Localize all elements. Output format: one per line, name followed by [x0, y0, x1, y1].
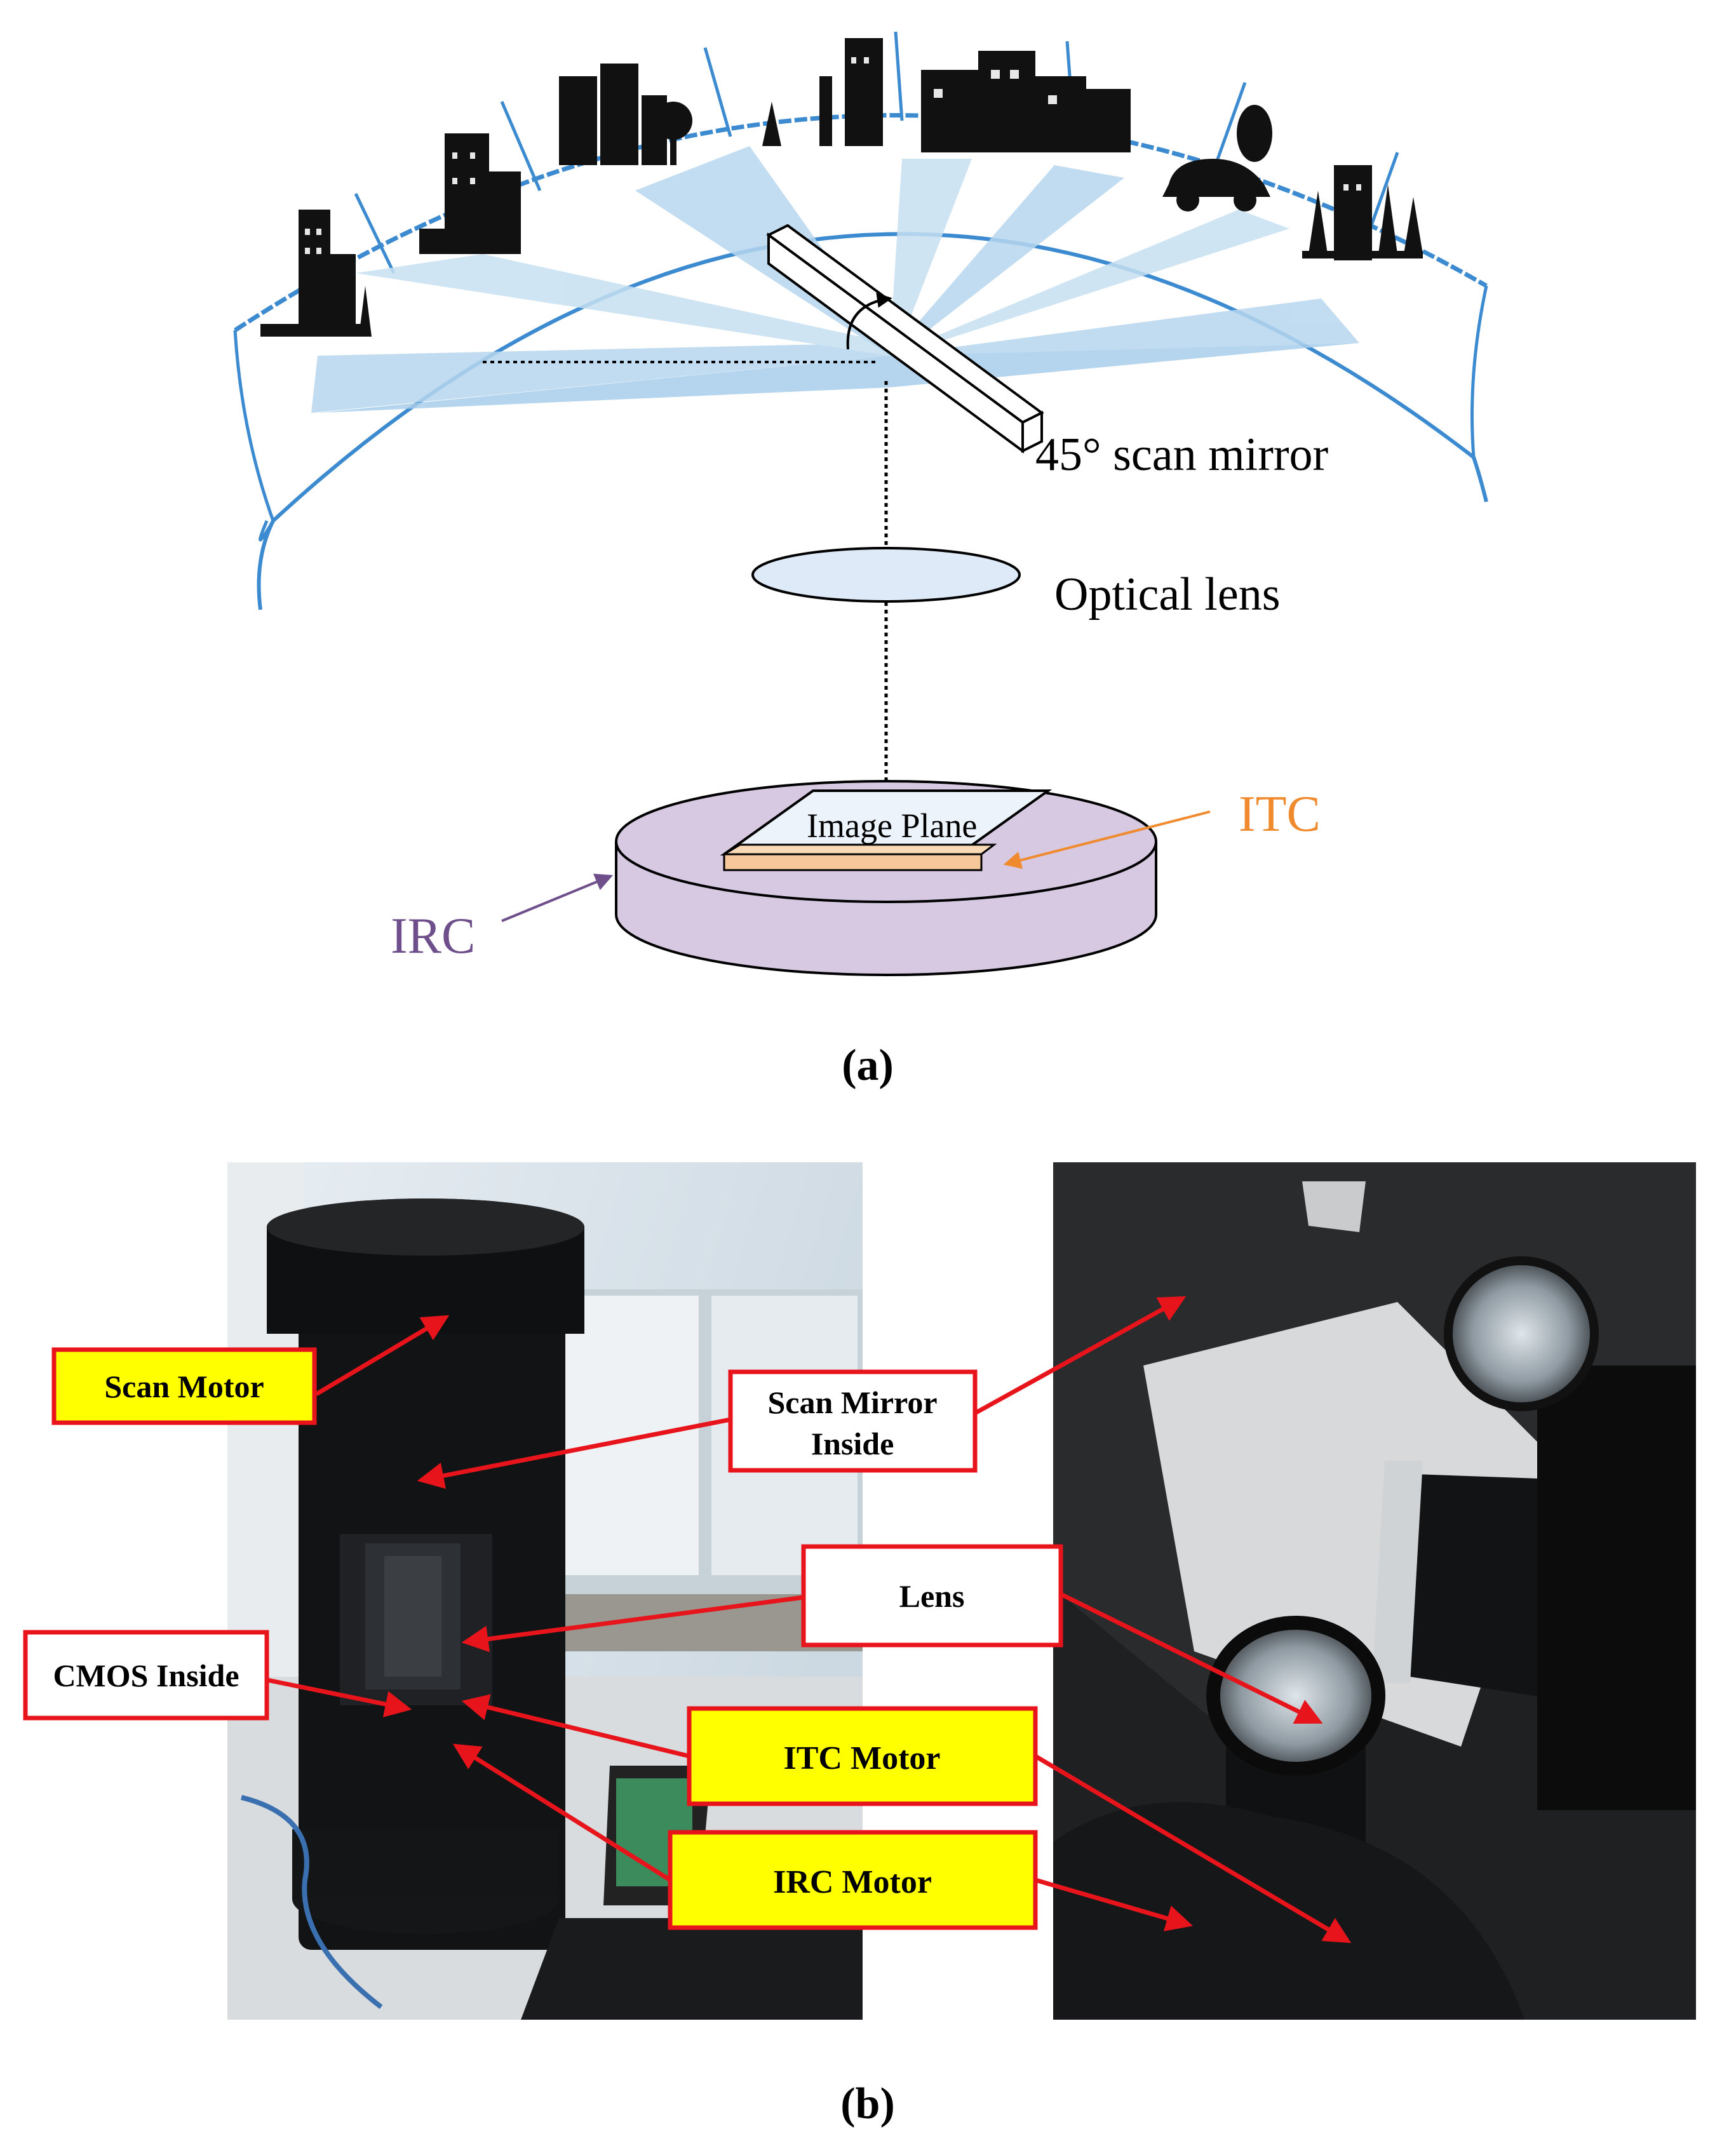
itc-label: ITC: [1239, 786, 1321, 842]
scan-fan: [311, 146, 1359, 413]
callout-irc-motor: IRC Motor: [668, 1830, 1038, 1930]
callout-scan-mirror-line1: Scan Mirror: [767, 1385, 937, 1420]
callout-scan-mirror: Scan Mirror Inside: [728, 1369, 978, 1473]
callout-lens-text: Lens: [899, 1578, 965, 1614]
lens-label: Optical lens: [1054, 568, 1281, 621]
panel-b-photos: Scan Motor Scan Mirror Inside Lens CMOS …: [23, 1162, 1696, 2128]
panel-b-caption: (b): [840, 2079, 895, 2128]
callout-itc-motor-text: ITC Motor: [784, 1740, 941, 1776]
callout-scan-motor: Scan Motor: [51, 1347, 317, 1425]
interior-photo: [1053, 1162, 1696, 2020]
callout-cmos: CMOS Inside: [23, 1630, 269, 1721]
image-plane-label: Image Plane: [807, 807, 977, 845]
optical-lens: [751, 547, 1021, 603]
irc-label: IRC: [391, 908, 475, 964]
callout-cmos-text: CMOS Inside: [53, 1658, 239, 1693]
callout-scan-motor-text: Scan Motor: [104, 1369, 264, 1404]
callout-arrows: [266, 1296, 1352, 1943]
scan-mirror: [766, 224, 1044, 453]
callout-irc-motor-text: IRC Motor: [773, 1864, 932, 1900]
callout-scan-mirror-line2: Inside: [811, 1426, 894, 1461]
itc-arrow: [1003, 810, 1211, 869]
itc-bar: [720, 843, 997, 871]
callout-itc-motor: ITC Motor: [687, 1706, 1038, 1806]
callout-lens: Lens: [801, 1544, 1063, 1648]
irc-arrow: [501, 873, 614, 922]
panel-a-caption: (a): [842, 1041, 894, 1090]
city-silhouettes: [260, 38, 1423, 337]
panel-a-diagram: 45° scan mirror Optical lens Image Plane…: [233, 31, 1488, 1090]
mirror-label: 45° scan mirror: [1035, 429, 1328, 481]
